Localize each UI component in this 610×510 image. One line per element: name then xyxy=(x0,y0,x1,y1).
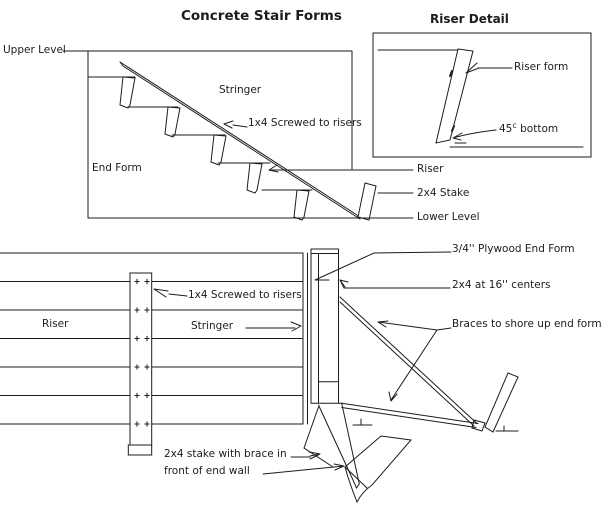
label-stringer-top: Stringer xyxy=(219,84,262,96)
label-screwed-top: 1x4 Screwed to risers xyxy=(248,117,362,129)
label-2x4-stake: 2x4 Stake xyxy=(417,187,470,199)
label-2x4-centers: 2x4 at 16'' centers xyxy=(452,279,551,291)
label-riser-bottom: Riser xyxy=(42,318,69,330)
angle-suffix: bottom xyxy=(520,123,559,135)
bottom-diagram-lines xyxy=(0,248,519,504)
label-stake-note-line2: front of end wall xyxy=(164,465,250,477)
label-upper-level: Upper Level xyxy=(3,44,66,56)
label-lower-level: Lower Level xyxy=(417,211,480,223)
top-diagram-lines xyxy=(62,50,414,221)
label-end-form: End Form xyxy=(92,162,142,174)
label-stake-note-line1: 2x4 stake with brace in xyxy=(164,448,287,460)
riser-detail-lines xyxy=(372,32,592,158)
label-braces: Braces to shore up end form xyxy=(452,318,602,330)
label-stringer-bottom: Stringer xyxy=(191,320,234,332)
angle-degree-mark: c xyxy=(512,121,517,130)
label-riser-top: Riser xyxy=(417,163,444,175)
label-screwed-bottom: 1x4 Screwed to risers xyxy=(188,289,302,301)
label-45-bottom: 45c bottom xyxy=(499,119,558,136)
riser-detail-title: Riser Detail xyxy=(430,12,509,26)
label-riser-form: Riser form xyxy=(514,61,569,73)
page-title: Concrete Stair Forms xyxy=(181,8,342,24)
angle-value: 45 xyxy=(499,123,513,135)
label-plywood-end-form: 3/4'' Plywood End Form xyxy=(452,243,575,255)
